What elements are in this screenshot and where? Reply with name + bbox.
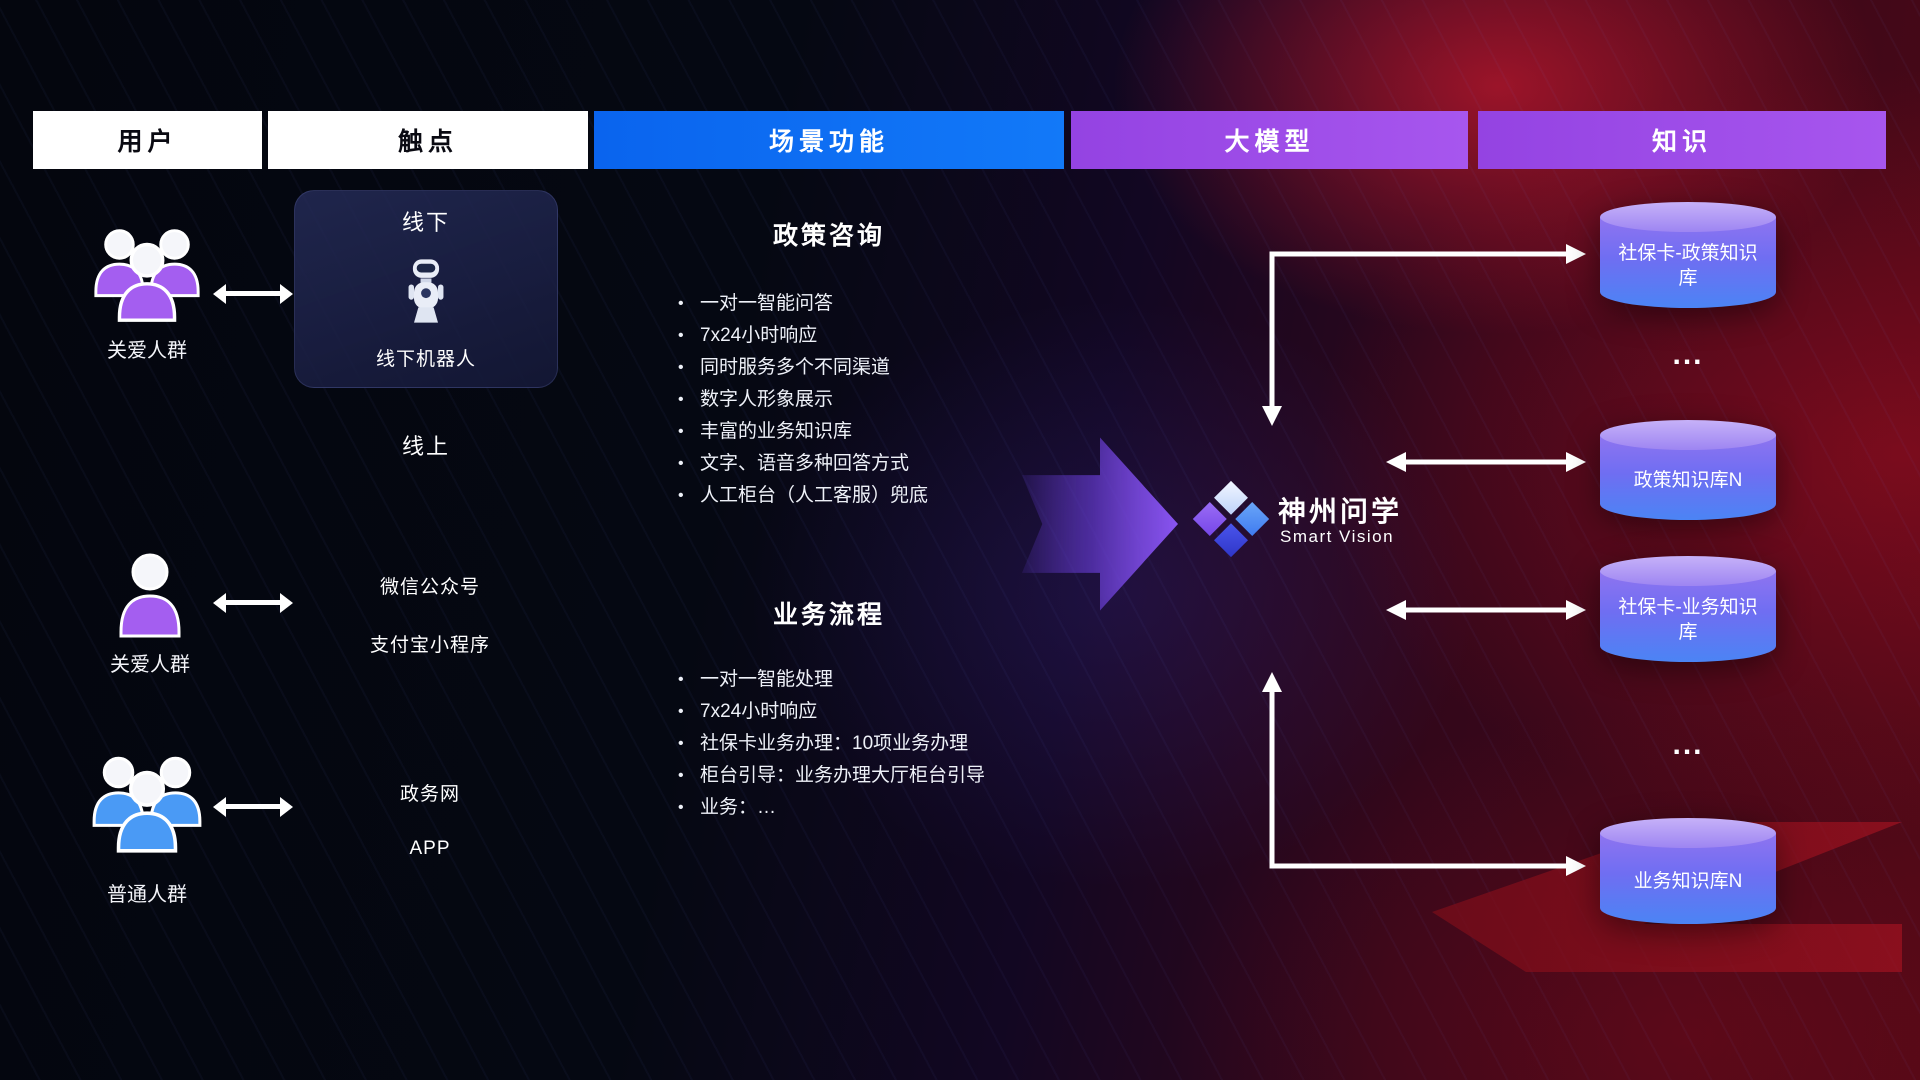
scene-item: 7x24小时响应 xyxy=(676,320,928,352)
scene-title-business: 业务流程 xyxy=(772,601,885,629)
flow-arrow xyxy=(1022,437,1178,611)
knowledge-db-policy-n: 政策知识库N xyxy=(1600,420,1776,520)
user-label: 关爱人群 xyxy=(110,654,190,676)
model-name: 神州问学 xyxy=(1278,496,1403,527)
column-header-touchpoint: 触点 xyxy=(268,111,588,169)
scene-item: 人工柜台（人工客服）兜底 xyxy=(676,480,928,512)
knowledge-db-business-n: 业务知识库N xyxy=(1600,818,1776,924)
db-label: 社保卡-业务知识库 xyxy=(1618,596,1758,643)
bidirectional-arrow xyxy=(213,283,293,304)
user-label: 关爱人群 xyxy=(107,340,187,362)
channel-alipay: 支付宝小程序 xyxy=(369,635,490,656)
user-person-icon-purple xyxy=(119,553,181,638)
scene-item: 社保卡业务办理：10项业务办理 xyxy=(676,728,985,760)
offline-title: 线下 xyxy=(401,210,450,235)
bidirectional-arrow xyxy=(213,796,293,817)
column-header-scene: 场景功能 xyxy=(594,111,1064,169)
scene-item: 丰富的业务知识库 xyxy=(676,416,928,448)
column-header-knowledge: 知识 xyxy=(1478,111,1886,169)
scene-item: 业务：… xyxy=(676,792,985,824)
scene-item: 文字、语音多种回答方式 xyxy=(676,448,928,480)
offline-touchpoint-card: 线下 线下机器人 xyxy=(294,190,558,388)
knowledge-db-policy-ssc: 社保卡-政策知识库 xyxy=(1600,202,1776,308)
bidirectional-arrow xyxy=(213,592,293,613)
smart-vision-logo-icon xyxy=(1192,480,1270,558)
knowledge-db-business-ssc: 社保卡-业务知识库 xyxy=(1600,556,1776,662)
knowledge-ellipsis: ... xyxy=(1672,338,1704,371)
knowledge-ellipsis: ... xyxy=(1672,728,1704,761)
offline-robot-label: 线下机器人 xyxy=(375,349,476,370)
scene-item: 7x24小时响应 xyxy=(676,696,985,728)
model-subtitle: Smart Vision xyxy=(1280,527,1395,546)
scene-list-business: 一对一智能处理 7x24小时响应 社保卡业务办理：10项业务办理 柜台引导：业务… xyxy=(676,664,985,824)
db-label: 政策知识库N xyxy=(1633,470,1743,492)
channel-wechat: 微信公众号 xyxy=(379,577,480,598)
user-group-icon-blue xyxy=(92,756,202,853)
online-title: 线上 xyxy=(401,434,450,459)
scene-item: 柜台引导：业务办理大厅柜台引导 xyxy=(676,760,985,792)
scene-item: 数字人形象展示 xyxy=(676,384,928,416)
channel-app: APP xyxy=(409,838,451,859)
column-header-model: 大模型 xyxy=(1071,111,1468,169)
robot-icon xyxy=(408,258,444,323)
user-group-icon-purple xyxy=(94,229,200,322)
user-label: 普通人群 xyxy=(107,884,187,906)
db-label: 业务知识库N xyxy=(1633,871,1743,893)
scene-item: 一对一智能处理 xyxy=(676,664,985,696)
scene-item: 一对一智能问答 xyxy=(676,288,928,320)
scene-title-policy: 政策咨询 xyxy=(772,222,885,250)
scene-list-policy: 一对一智能问答 7x24小时响应 同时服务多个不同渠道 数字人形象展示 丰富的业… xyxy=(676,288,928,512)
db-label: 社保卡-政策知识库 xyxy=(1618,242,1758,289)
column-header-user: 用户 xyxy=(33,111,262,169)
scene-item: 同时服务多个不同渠道 xyxy=(676,352,928,384)
channel-gov-web: 政务网 xyxy=(399,784,460,805)
